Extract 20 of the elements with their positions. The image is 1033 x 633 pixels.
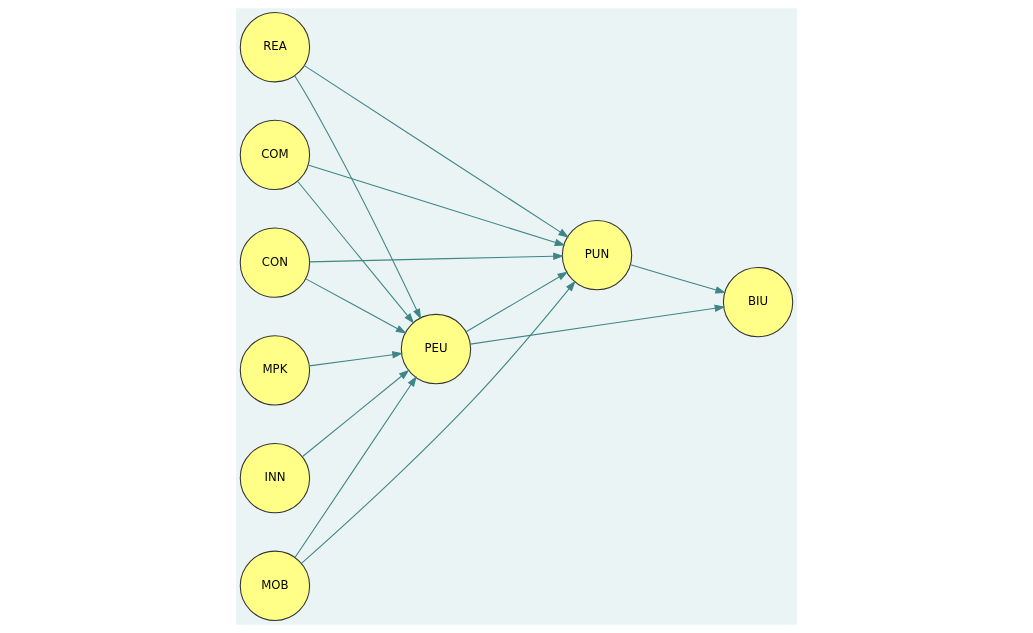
arrow: [308, 351, 403, 367]
arrow: [294, 75, 422, 320]
arrow: [302, 369, 410, 457]
arrow: [305, 278, 407, 334]
arrow: [297, 180, 415, 324]
arrow: [309, 252, 564, 263]
arrow: [307, 164, 566, 246]
node-circle: COM: [239, 119, 311, 191]
node-circle: BIU: [722, 266, 794, 338]
node-circle: REA: [239, 12, 311, 83]
arrow: [303, 65, 569, 238]
arrow: [630, 264, 727, 294]
node-circle: MPK: [239, 335, 311, 406]
node-circle: INN: [239, 442, 311, 514]
arrow: [301, 280, 576, 564]
node-circle: CON: [239, 227, 311, 298]
arrow: [465, 271, 569, 333]
arrow: [294, 375, 417, 558]
node-circle: MOB: [239, 550, 311, 621]
arrow: [469, 304, 726, 345]
